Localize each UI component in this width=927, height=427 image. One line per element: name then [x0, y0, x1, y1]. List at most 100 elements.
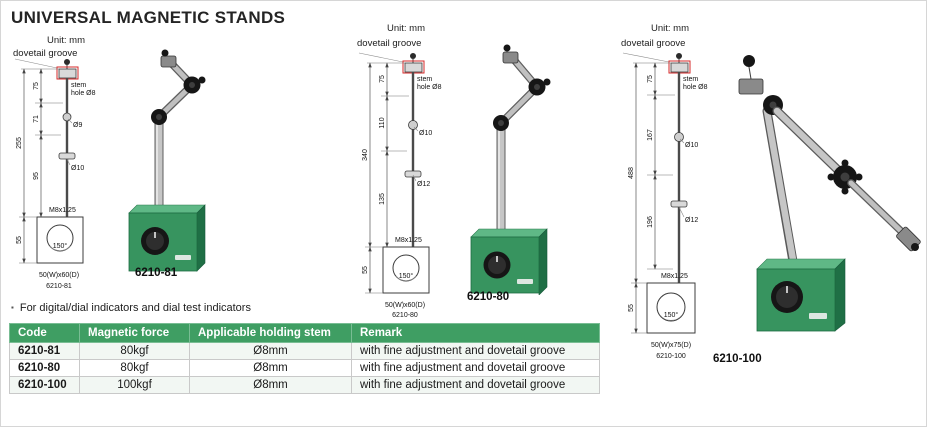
cell-magnetic-force: 80kgf	[79, 342, 190, 360]
base-outline	[36, 216, 84, 264]
spec-table: Code Magnetic force Applicable holding s…	[9, 323, 600, 394]
cell-code: 6210-100	[9, 376, 80, 394]
dim-lower-label: 135	[379, 193, 386, 205]
dia-lower-label: Ø12	[417, 181, 430, 188]
upper-knob	[674, 132, 684, 142]
dim-total-label: 255	[16, 137, 23, 149]
indicator-clamp	[738, 78, 764, 95]
stem-label-line1: stem	[683, 76, 698, 83]
clamp-knob	[161, 49, 169, 57]
cell-remark: with fine adjustment and dovetail groove	[351, 342, 600, 360]
top-knob	[410, 53, 416, 59]
model-label-6210-81: 6210-81	[135, 267, 178, 279]
dovetail-clamp	[58, 68, 77, 79]
dovetail-leader-line	[14, 58, 58, 69]
indicator-clamp	[160, 55, 177, 68]
column-header-magnetic-force: Magnetic force	[79, 323, 190, 343]
bullet-icon: ▪	[11, 303, 14, 312]
cell-code: 6210-80	[9, 359, 80, 377]
dim-lower-label: 95	[33, 172, 40, 180]
stem-label-line1: stem	[71, 82, 86, 89]
base-size-label: 50(W)x60(D)	[385, 302, 425, 309]
base-size-label: 50(W)x60(D)	[39, 272, 79, 279]
switch-circle	[656, 292, 686, 322]
thread-label: M8x1.25	[661, 273, 688, 280]
dovetail-clamp	[404, 62, 423, 73]
fine-adjust-knob	[743, 55, 755, 67]
switch-circle	[392, 254, 420, 282]
column-header-remark: Remark	[351, 323, 600, 343]
brand-mark	[175, 255, 191, 260]
dim-base-label: 55	[628, 304, 635, 312]
pillar	[154, 118, 164, 212]
dovetail-leader-line	[622, 52, 670, 63]
dim-total-label: 340	[362, 149, 369, 161]
stem-label-line2: hole Ø8	[71, 90, 96, 97]
unit-label-3: Unit: mm	[651, 23, 689, 34]
model-label-6210-80: 6210-80	[467, 291, 510, 303]
base-outline	[382, 246, 430, 294]
pillar	[496, 124, 506, 236]
stand-photo-6210-81	[128, 49, 206, 272]
dim-top-label: 75	[379, 75, 386, 83]
feature-note-text: For digital/dial indicators and dial tes…	[19, 302, 251, 314]
dia-upper-label: Ø10	[685, 142, 698, 149]
table-row: 6210-100 100kgf Ø8mm with fine adjustmen…	[9, 376, 600, 394]
dim-base-label: 55	[362, 266, 369, 274]
feature-note: ▪ For digital/dial indicators and dial t…	[11, 302, 251, 314]
dia-lower-label: Ø10	[71, 165, 84, 172]
dim-upper-label: 71	[33, 115, 40, 123]
cell-remark: with fine adjustment and dovetail groove	[351, 376, 600, 394]
top-knob	[676, 53, 682, 59]
dim-total-label: 488	[628, 167, 635, 179]
stand-photo-6210-80	[470, 44, 551, 295]
dovetail-groove-label-3: dovetail groove	[621, 38, 686, 49]
dim-lower-label: 196	[647, 216, 654, 228]
fine-adjust-wheel	[404, 170, 422, 178]
thread-label: M8x1.25	[49, 207, 76, 214]
cell-holding-stem: Ø8mm	[189, 359, 352, 377]
table-header-row: Code Magnetic force Applicable holding s…	[9, 323, 600, 343]
dovetail-clamp	[670, 62, 689, 73]
thread-label: M8x1.25	[395, 237, 422, 244]
cell-magnetic-force: 100kgf	[79, 376, 190, 394]
base-outline	[646, 282, 696, 334]
indicator-clamp	[502, 51, 519, 64]
brand-mark	[809, 313, 827, 319]
table-row: 6210-80 80kgf Ø8mm with fine adjustment …	[9, 359, 600, 377]
cell-remark: with fine adjustment and dovetail groove	[351, 359, 600, 377]
table-row: 6210-81 80kgf Ø8mm with fine adjustment …	[9, 342, 600, 360]
upper-knob	[62, 112, 72, 122]
stem-label-line1: stem	[417, 76, 432, 83]
dim-upper-label: 167	[647, 129, 654, 141]
base-size-label: 50(W)x75(D)	[651, 342, 691, 349]
cell-magnetic-force: 80kgf	[79, 359, 190, 377]
dim-base-label: 55	[16, 236, 23, 244]
page-title: UNIVERSAL MAGNETIC STANDS	[11, 8, 286, 27]
column-header-holding-stem: Applicable holding stem	[189, 323, 352, 343]
fine-adjust-wheel	[670, 200, 688, 208]
dia-upper-label: Ø9	[73, 122, 82, 129]
drawing-caption: 6210-80	[392, 312, 418, 319]
dim-top-label: 75	[647, 75, 654, 83]
dia-upper-label: Ø10	[419, 130, 432, 137]
stem-label-line2: hole Ø8	[417, 84, 442, 91]
cell-holding-stem: Ø8mm	[189, 376, 352, 394]
unit-label-1: Unit: mm	[47, 35, 85, 46]
top-knob	[64, 59, 70, 65]
cell-holding-stem: Ø8mm	[189, 342, 352, 360]
dimension-drawing-6210-80: stem hole Ø8 Ø10 Ø12 M8x1.25 150° 50(W)x…	[358, 52, 442, 319]
stand-photo-6210-100	[738, 55, 921, 332]
column-header-code: Code	[9, 323, 80, 343]
switch-circle	[46, 224, 74, 252]
brand-mark	[517, 279, 533, 284]
clamp-knob	[503, 44, 511, 52]
drawing-caption: 6210-100	[656, 353, 686, 360]
dovetail-groove-label-1: dovetail groove	[13, 48, 78, 59]
dimension-drawing-6210-81: stem hole Ø8 Ø9 Ø10 M8x1.25 150° 50(W)x6…	[14, 58, 96, 290]
end-clamp-knob	[911, 243, 919, 251]
dimension-drawing-6210-100: stem hole Ø8 Ø10 Ø12 M8x1.25 150° 50(W)x…	[622, 52, 708, 360]
dim-top-label: 75	[33, 82, 40, 90]
fine-adjust-wheel	[58, 152, 76, 160]
